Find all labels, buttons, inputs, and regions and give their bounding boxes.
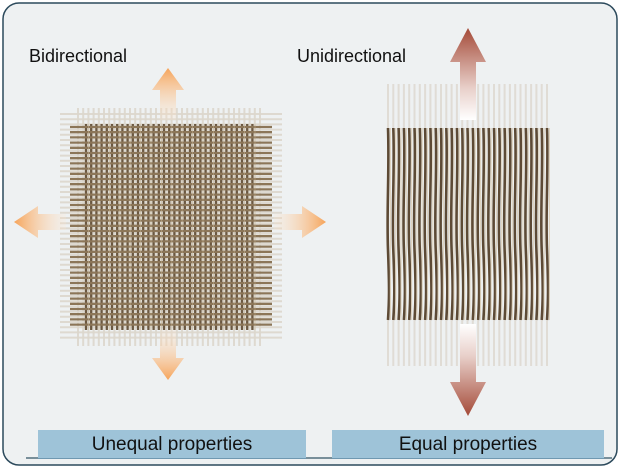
fiber-strand [396, 127, 401, 321]
bidirectional-title: Bidirectional [29, 46, 128, 66]
fiber-strand [402, 127, 407, 321]
unequal-properties-label: Unequal properties [38, 430, 306, 459]
fiber-strand [502, 127, 507, 321]
fiber-strand [428, 127, 433, 321]
fiber-strand [465, 127, 470, 321]
orange-arrow-up-icon [152, 68, 184, 120]
fiber-strand [407, 127, 412, 321]
bidirectional-weave [60, 108, 282, 346]
red-arrow-up-icon [450, 28, 486, 120]
fiber-strand [492, 127, 497, 321]
fiber-strand [518, 127, 523, 321]
fiber-strand [455, 127, 460, 321]
fiber-strand [439, 127, 444, 321]
fiber-strand [471, 127, 476, 321]
equal-properties-label: Equal properties [332, 430, 604, 459]
red-arrow-down-icon [450, 324, 486, 416]
fiber-strand [418, 127, 423, 321]
fiber-strand [433, 127, 439, 321]
fiber-strand [423, 127, 428, 321]
fiber-strand [476, 127, 481, 321]
unidirectional-title: Unidirectional [297, 46, 407, 66]
fiber-strand [524, 127, 529, 321]
fiber-strand [391, 127, 396, 321]
unidirectional-fibers [386, 84, 551, 366]
fiber-strand [545, 127, 550, 321]
fiber-strand [412, 127, 417, 321]
fiber-strand [529, 127, 534, 321]
orange-arrow-left-icon [14, 206, 66, 238]
fiber-strand [539, 127, 545, 321]
orange-arrow-right-icon [274, 206, 326, 238]
fiber-strand [508, 127, 513, 321]
fiber-strand [486, 127, 492, 321]
orange-arrow-down-icon [152, 330, 184, 380]
fiber-strand [534, 127, 539, 321]
fiber-strand [386, 127, 391, 321]
fiber-strand [481, 127, 486, 321]
fiber-strand [444, 127, 449, 321]
fiber-strand [460, 127, 465, 321]
fiber-strand [449, 127, 454, 321]
fiber-strand [497, 127, 502, 321]
fiber-strand [513, 127, 518, 321]
